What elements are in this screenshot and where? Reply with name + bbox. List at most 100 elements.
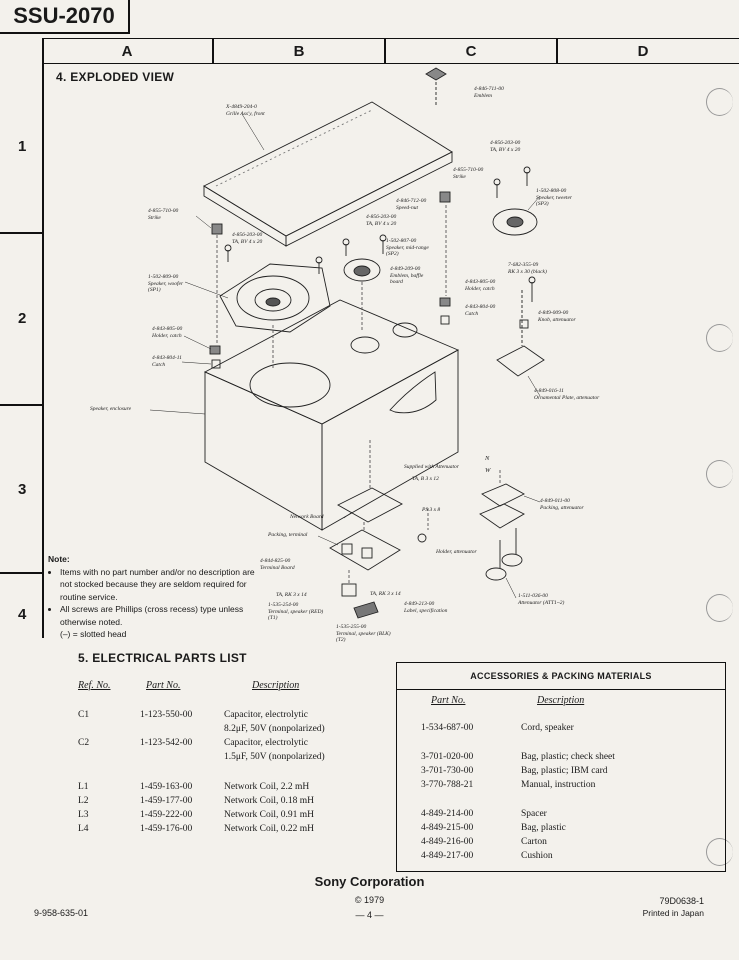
column-label-b: B: [293, 42, 305, 60]
header-description: Description: [252, 680, 300, 691]
label-ta-b3: TA, B 3 x 12: [412, 476, 439, 482]
parts-list-title: 5. ELECTRICAL PARTS LIST: [78, 651, 247, 665]
cell-ref: L4: [78, 824, 89, 834]
column-divider: [212, 39, 214, 63]
cell-part: 1-459-163-00: [140, 782, 193, 792]
cell-ref: L3: [78, 810, 89, 820]
woofer-frame: [219, 263, 331, 333]
cell-part: 1-459-177-00: [140, 796, 193, 806]
cell-ref: C1: [78, 710, 90, 720]
label-supplied-with-attenuator: Supplied with Attenuator: [404, 464, 459, 470]
cell-part: 4-849-216-00: [421, 837, 474, 847]
cell-desc: Carton: [521, 837, 547, 847]
cell-desc: Network Coil, 0.91 mH: [224, 810, 314, 820]
header-ref-no: Ref. No.: [78, 680, 111, 691]
label-holder-attenuator: Holder, attenuator: [436, 549, 477, 555]
cell-part: 4-849-217-00: [421, 851, 474, 861]
label-ta-rk-right: TA, RK 3 x 14: [370, 591, 401, 597]
cell-part: 3-770-788-21: [421, 780, 474, 790]
table-row: L2 1-459-177-00 Network Coil, 0.18 mH: [78, 796, 378, 810]
accessories-title: ACCESSORIES & PACKING MATERIALS: [397, 663, 725, 690]
cell-part: 4-849-215-00: [421, 823, 474, 833]
tweeter-speaker: [492, 208, 538, 236]
row-label-4: 4: [18, 606, 27, 623]
cell-part: 1-123-550-00: [140, 710, 193, 720]
table-row: C2 1-123-542-00 Capacitor, electrolytic: [78, 738, 378, 752]
model-number: SSU-2070: [0, 0, 130, 34]
row-divider: [0, 572, 42, 574]
terminal-speaker: [341, 583, 357, 597]
column-grid-bar: A B C D: [42, 38, 739, 64]
cell-desc: Spacer: [521, 809, 547, 819]
cell-part: 3-701-020-00: [421, 752, 474, 762]
cell-desc: Bag, plastic; IBM card: [521, 766, 608, 776]
table-row: L1 1-459-163-00 Network Coil, 2.2 mH: [78, 782, 378, 796]
exploded-view-title: 4. EXPLODED VIEW: [56, 70, 175, 84]
column-label-d: D: [637, 42, 649, 60]
enclosure-side: [321, 349, 459, 531]
column-label-a: A: [121, 42, 133, 60]
table-row: 8.2μF, 50V (nonpolarized): [78, 724, 378, 738]
packing-attenuator: [481, 483, 525, 507]
label-ta-rk-left: TA, RK 3 x 14: [276, 592, 307, 598]
copyright: © 1979: [354, 895, 385, 905]
cell-desc: Network Coil, 0.22 mH: [224, 824, 314, 834]
binder-hole: [706, 88, 733, 116]
accessories-table: ACCESSORIES & PACKING MATERIALS Part No.…: [396, 662, 726, 872]
table-row: 1-534-687-00 Cord, speaker: [397, 723, 725, 737]
table-row: L4 1-459-176-00 Network Coil, 0.22 mH: [78, 824, 378, 838]
attenuator-plate: [496, 345, 545, 377]
table-row: 4-849-217-00 Cushion: [397, 851, 725, 865]
cell-part: 1-534-687-00: [421, 723, 474, 733]
row-divider: [0, 232, 42, 234]
table-row: C1 1-123-550-00 Capacitor, electrolytic: [78, 710, 378, 724]
printed-in: Printed in Japan: [642, 908, 704, 918]
binder-hole: [706, 838, 733, 866]
table-row: 3-770-788-21 Manual, instruction: [397, 780, 725, 794]
document-code: 79D0638-1: [659, 896, 704, 906]
table-row: 4-849-215-00 Bag, plastic: [397, 823, 725, 837]
label-ps3: PS 3 x 8: [422, 507, 441, 513]
grille-panel: [203, 101, 453, 237]
column-divider: [384, 39, 386, 63]
cell-desc: Cushion: [521, 851, 553, 861]
label-network-board: Network Board: [290, 514, 324, 520]
header-part-no: Part No.: [146, 680, 181, 691]
cell-part: 1-123-542-00: [140, 738, 193, 748]
table-row: 4-849-214-00 Spacer: [397, 809, 725, 823]
cell-part: 1-459-176-00: [140, 824, 193, 834]
cell-desc: 8.2μF, 50V (nonpolarized): [224, 724, 325, 734]
enclosure-top: [203, 299, 460, 425]
cell-part: 4-849-214-00: [421, 809, 474, 819]
terminal-board: [329, 529, 401, 571]
label-w-mark: W: [485, 467, 491, 474]
row-label-3: 3: [18, 481, 27, 498]
emblem-part: [425, 67, 447, 81]
cell-desc: Network Coil, 0.18 mH: [224, 796, 314, 806]
table-row: 1.5μF, 50V (nonpolarized): [78, 752, 378, 766]
cell-ref: L2: [78, 796, 89, 806]
page-number: — 4 —: [355, 910, 384, 920]
cell-desc: Cord, speaker: [521, 723, 574, 733]
note-block: Note: Items with no part number and/or n…: [48, 553, 258, 641]
binder-hole: [706, 594, 733, 622]
cell-desc: Bag, plastic; check sheet: [521, 752, 615, 762]
